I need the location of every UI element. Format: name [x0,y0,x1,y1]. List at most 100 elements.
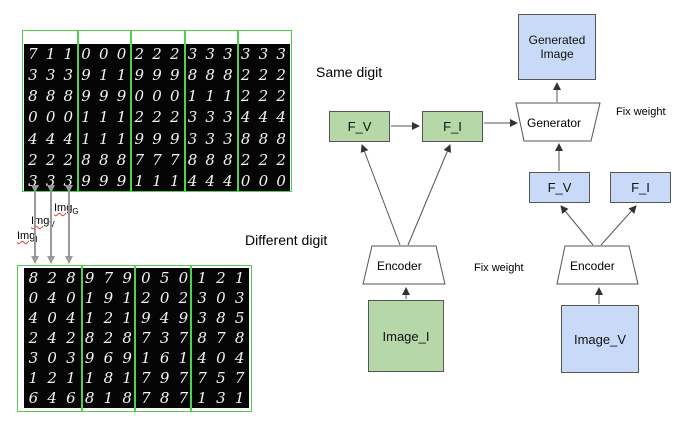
digit-cell: 9 [134,66,145,85]
digit-cell: 8 [216,308,226,327]
top-grid-column-divider [77,30,79,192]
digit-cell: 1 [234,268,245,287]
digit-cell: 2 [134,108,145,127]
digit-cell: 0 [81,45,91,64]
digit-cell: 9 [116,87,127,106]
digit-cell: 3 [205,45,215,64]
digit-cell: 4 [66,308,76,327]
digit-cell: 1 [116,66,127,85]
digit-cell: 9 [84,268,95,287]
digit-cell: 0 [28,108,38,127]
digit-cell: 1 [45,45,56,64]
digit-cell: 7 [103,268,114,287]
encoder-right-label: Encoder [570,259,615,273]
digit-cell: 7 [234,368,245,387]
digit-cell: 9 [81,66,91,85]
digit-cell: 9 [159,368,170,387]
digit-cell: 2 [103,308,114,327]
digit-cell: 0 [47,348,57,367]
digit-cell: 2 [28,150,38,169]
digit-cell: 1 [122,368,132,387]
digit-cell: 7 [152,150,162,169]
digit-cell: 1 [134,171,145,190]
fix-weight-top-label: Fix weight [616,106,666,118]
f-v-left-box: F_V [329,111,390,142]
f-v-right-box: F_V [529,172,590,203]
digit-cell: 3 [28,348,39,367]
digit-cell: 2 [240,150,251,169]
encoder-left-label: Encoder [377,259,422,273]
digit-cell: 8 [99,150,109,169]
digit-cell: 7 [141,388,151,407]
digit-cell: 0 [159,288,170,307]
digit-cell: 8 [223,150,233,169]
digit-cell: 3 [223,108,233,127]
digit-cell: 0 [258,171,269,190]
digit-cell: 8 [45,87,56,106]
digit-cell: 1 [152,171,162,190]
digit-cell: 2 [169,45,180,64]
digit-cell: 1 [84,288,95,307]
digit-cell: 0 [99,45,109,64]
digit-cell: 8 [84,328,95,347]
digit-cell: 4 [197,348,207,367]
digit-cell: 2 [141,288,151,307]
digit-cell: 2 [240,66,251,85]
digit-cell: 4 [47,288,57,307]
digit-cell: 9 [84,348,95,367]
digit-cell: 7 [216,328,226,347]
digit-cell: 9 [134,129,145,148]
digit-cell: 7 [178,388,189,407]
digit-cell: 5 [234,308,245,327]
top-grid-column-divider [237,30,239,192]
digit-cell: 7 [141,368,151,387]
digit-cell: 0 [134,87,145,106]
digit-cell: 0 [66,288,76,307]
digit-cell: 3 [216,388,226,407]
digit-cell: 2 [258,66,269,85]
digit-cell: 9 [169,129,180,148]
digit-cell: 4 [240,108,251,127]
digit-cell: 2 [47,268,57,287]
digit-cell: 6 [159,348,170,367]
digit-cell: 1 [99,66,109,85]
digit-cell: 7 [178,328,189,347]
digit-cell: 2 [134,45,145,64]
digit-cell: 1 [197,388,207,407]
digit-cell: 1 [122,288,132,307]
bottom-grid-column-divider [81,265,83,412]
digit-cell: 7 [141,328,151,347]
digit-cell: 8 [187,150,198,169]
digit-cell: 8 [276,129,286,148]
digit-cell: 7 [197,368,207,387]
digit-cell: 9 [116,171,127,190]
digit-cell: 3 [258,45,269,64]
digit-cell: 3 [197,288,207,307]
digit-cell: 4 [187,171,198,190]
digit-cell: 3 [159,328,170,347]
digit-cell: 2 [45,150,56,169]
digit-cell: 8 [159,388,170,407]
digit-cell: 1 [223,87,233,106]
digit-cell: 1 [169,171,180,190]
digit-cell: 4 [45,129,56,148]
digit-cell: 1 [197,268,207,287]
digit-cell: 4 [28,129,38,148]
digit-cell: 2 [152,45,162,64]
digit-cell: 6 [28,388,39,407]
top-grid-column-divider [130,30,132,192]
digit-cell: 8 [103,368,114,387]
f-i-right-box: F_I [610,172,671,203]
digit-cell: 9 [81,87,91,106]
image-i-box: Image_I [368,300,444,372]
digit-cell: 3 [234,288,245,307]
digit-cell: 9 [178,308,189,327]
digit-cell: 8 [223,66,233,85]
digit-cell: 1 [103,388,114,407]
different-digit-caption: Different digit [245,232,328,248]
digit-cell: 1 [66,368,76,387]
digit-cell: 7 [134,150,145,169]
digit-cell: 1 [122,308,132,327]
digit-cell: 5 [159,268,170,287]
